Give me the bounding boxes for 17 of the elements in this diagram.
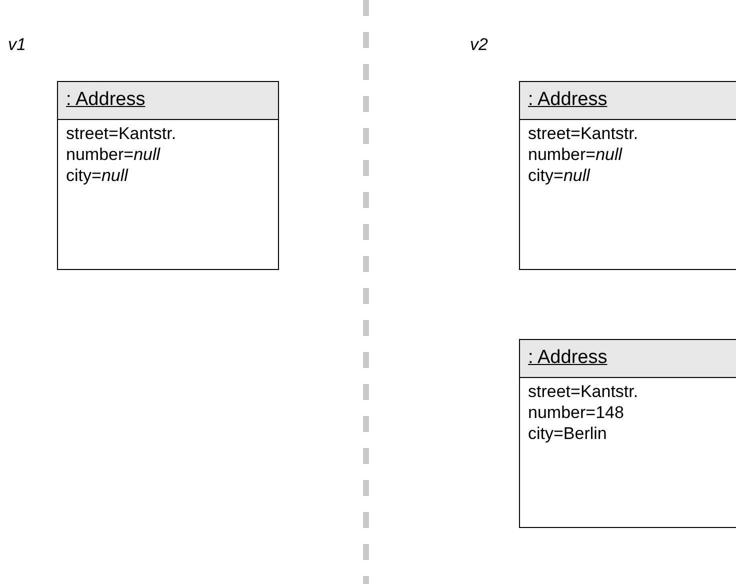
object-box bbox=[519, 339, 736, 528]
attribute-value: city=null bbox=[528, 165, 590, 186]
attribute-value: city=Berlin bbox=[528, 423, 607, 444]
attribute-value: street=Kantstr. bbox=[528, 123, 638, 144]
object-box bbox=[57, 81, 279, 270]
attribute-value: street=Kantstr. bbox=[66, 123, 176, 144]
object-name: : Address bbox=[66, 89, 146, 110]
attribute-value: number=null bbox=[66, 144, 160, 165]
attribute-value: number=148 bbox=[528, 402, 624, 423]
object-box bbox=[519, 81, 736, 270]
object-name: : Address bbox=[528, 89, 608, 110]
attribute-value: street=Kantstr. bbox=[528, 381, 638, 402]
version-label: v1 bbox=[8, 35, 26, 55]
attribute-value: number=null bbox=[528, 144, 622, 165]
attribute-value: city=null bbox=[66, 165, 128, 186]
version-label: v2 bbox=[470, 35, 488, 55]
object-name: : Address bbox=[528, 347, 608, 368]
